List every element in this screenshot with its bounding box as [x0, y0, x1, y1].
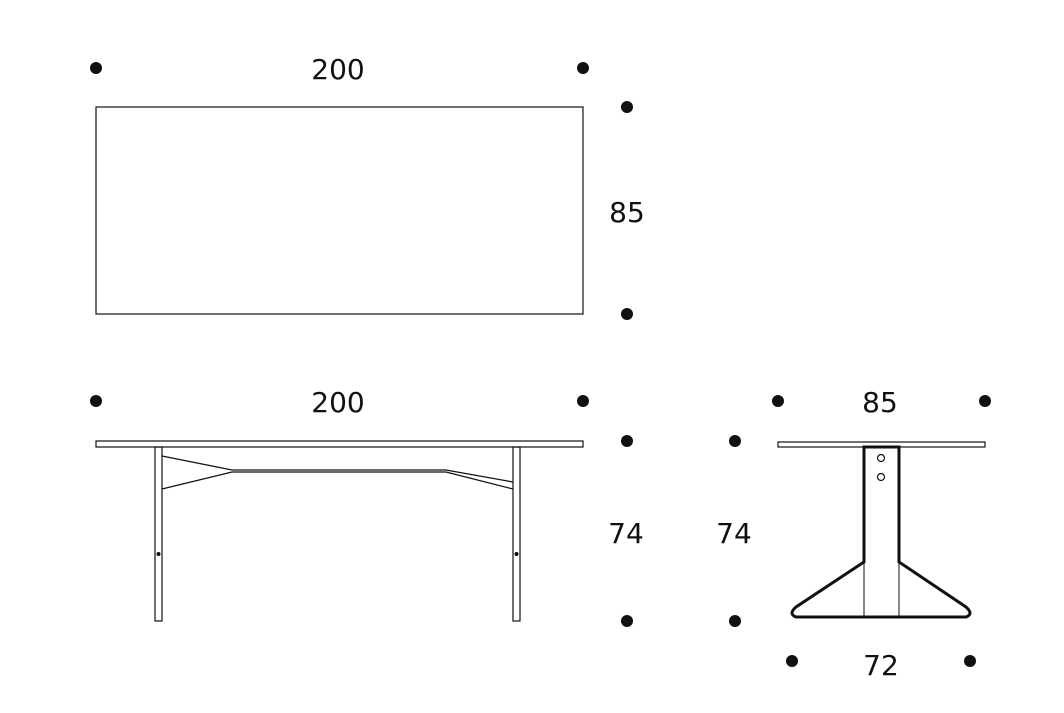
- dim-marker: [729, 435, 741, 447]
- dim-marker: [577, 395, 589, 407]
- side-width-label: 200: [311, 386, 364, 419]
- dim-marker: [772, 395, 784, 407]
- end-view: 74 85 72: [716, 386, 991, 682]
- dim-marker: [621, 435, 633, 447]
- dim-marker: [964, 655, 976, 667]
- end-width-label: 85: [862, 386, 898, 419]
- side-height-label: 74: [608, 517, 644, 550]
- dim-marker: [729, 615, 741, 627]
- top-depth-label: 85: [609, 196, 645, 229]
- dim-marker: [577, 62, 589, 74]
- end-base-label: 72: [863, 649, 899, 682]
- leg-pin: [514, 552, 519, 556]
- bolt: [876, 453, 886, 463]
- dim-marker: [786, 655, 798, 667]
- dim-marker: [90, 395, 102, 407]
- dim-marker: [621, 615, 633, 627]
- end-height-label: 74: [716, 517, 752, 550]
- side-tabletop: [95, 440, 584, 448]
- side-leg-left: [154, 446, 163, 622]
- bolt: [876, 472, 886, 482]
- dim-marker: [979, 395, 991, 407]
- top-view: 200 85: [90, 53, 645, 320]
- top-width-label: 200: [311, 53, 364, 86]
- dim-marker: [621, 308, 633, 320]
- side-stretcher-bottom: [161, 471, 514, 490]
- side-stretcher-top: [161, 455, 514, 483]
- side-view: 200 74: [90, 386, 644, 627]
- side-leg-right: [512, 446, 521, 622]
- tabletop-outline: [95, 106, 584, 315]
- dim-marker: [621, 101, 633, 113]
- leg-pin: [156, 552, 161, 556]
- dim-marker: [90, 62, 102, 74]
- end-pedestal: [790, 445, 972, 619]
